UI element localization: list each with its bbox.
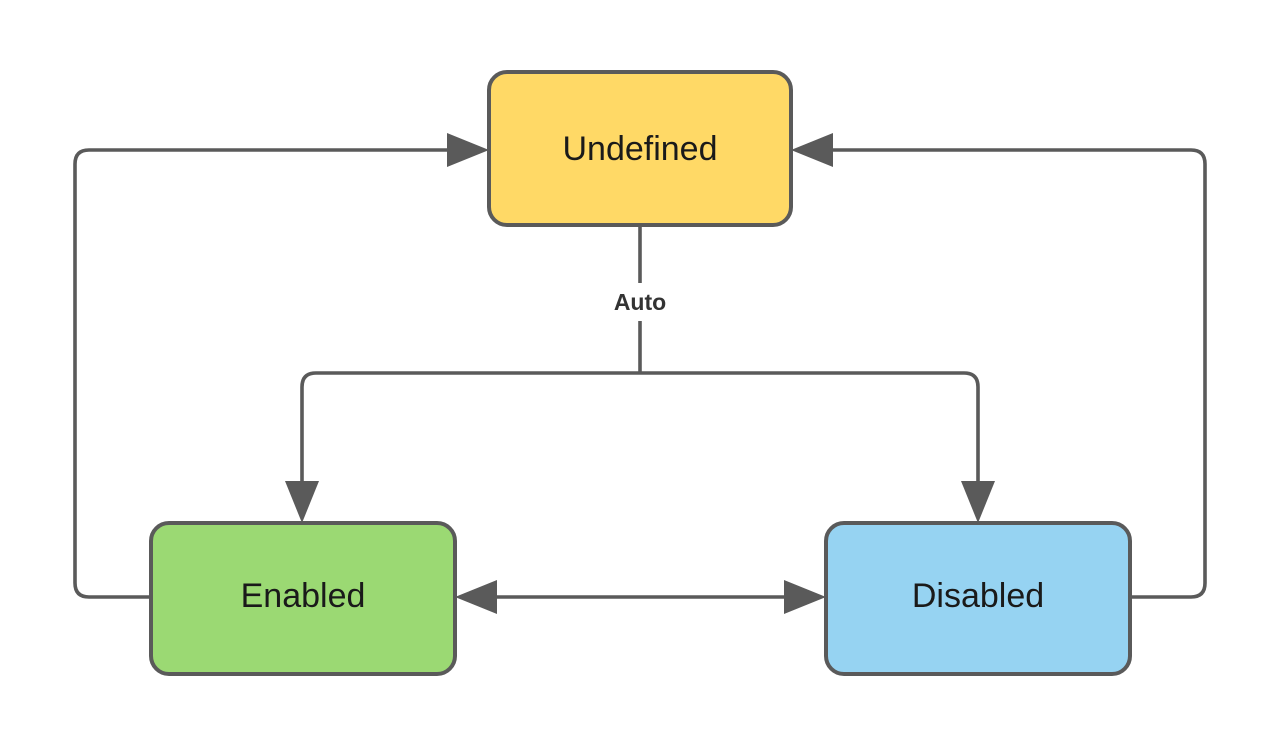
edge-undefined-to-enabled[interactable]: [285, 371, 640, 523]
edge-enabled-to-disabled[interactable]: [455, 580, 826, 614]
node-undefined[interactable]: Undefined: [487, 70, 793, 227]
node-disabled-shape: [824, 521, 1132, 676]
edge-label-group: Auto: [596, 286, 684, 319]
node-disabled[interactable]: Disabled: [824, 521, 1132, 676]
arrowhead-into-disabled-top: [961, 481, 995, 523]
node-enabled[interactable]: Enabled: [149, 521, 457, 676]
edge-undefined-to-disabled-path: [640, 371, 980, 482]
auto-label-backdrop: [596, 286, 684, 319]
arrowhead-into-undefined-right: [791, 133, 833, 167]
edge-undefined-to-enabled-path: [300, 371, 640, 482]
edge-enabled-to-undefined-path: [73, 148, 448, 599]
edge-enabled-to-undefined[interactable]: [73, 133, 489, 599]
edge-group: [73, 133, 1207, 614]
node-enabled-shape: [149, 521, 457, 676]
edge-undefined-to-disabled[interactable]: [640, 371, 995, 523]
arrowhead-into-enabled-right: [455, 580, 497, 614]
arrowhead-into-disabled-left: [784, 580, 826, 614]
node-undefined-shape: [487, 70, 793, 227]
arrowhead-into-enabled-top: [285, 481, 319, 523]
edge-disabled-to-undefined[interactable]: [791, 133, 1207, 599]
arrowhead-into-undefined-left: [447, 133, 489, 167]
edge-disabled-to-undefined-path: [833, 148, 1207, 599]
